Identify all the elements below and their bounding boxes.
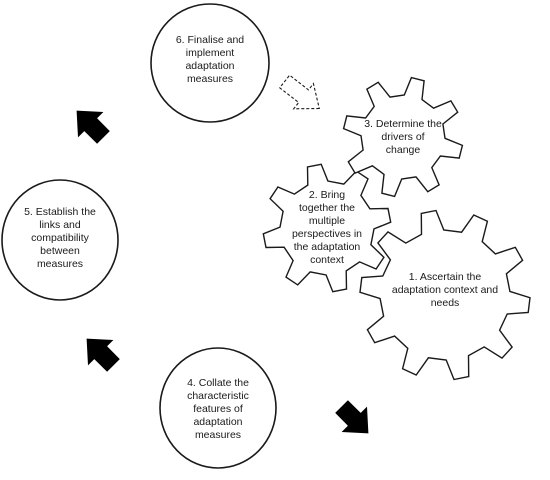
- circle-step-4: [159, 347, 277, 469]
- arrow-6-to-3: [278, 74, 320, 110]
- arrow-6-to-5: [76, 110, 110, 144]
- gear-step-3: [342, 76, 464, 198]
- circle-step-6: [150, 3, 270, 123]
- arrow-4-to-1: [335, 400, 369, 434]
- step-4-label: 4. Collate the characteristic features o…: [187, 376, 249, 441]
- arrow-5-to-4: [86, 338, 120, 372]
- step-3-label: 3. Determine the drivers of change: [364, 117, 442, 156]
- gear-step-1: [359, 209, 531, 381]
- step-5-label: 5. Establish the links and compatibility…: [24, 205, 96, 270]
- step-2-label: 2. Bring together the multiple perspecti…: [291, 189, 363, 266]
- step-6-label: 6. Finalise and implement adaptation mea…: [175, 34, 245, 85]
- step-1-label: 1. Ascertain the adaptation context and …: [391, 270, 499, 309]
- circle-step-5: [1, 179, 119, 301]
- gear-step-2: [262, 163, 392, 293]
